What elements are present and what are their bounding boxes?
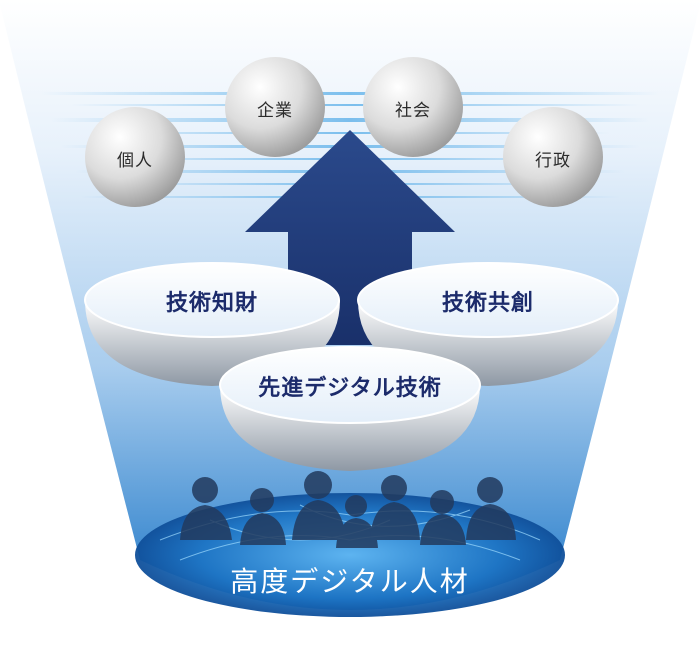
sphere-label-individual: 個人 xyxy=(117,151,153,171)
sphere-label-company: 企業 xyxy=(257,101,293,121)
disc-label-tech-ip: 技術知財 xyxy=(165,291,258,316)
disc-shape-center xyxy=(219,346,481,471)
base-label-digital-talent: 高度デジタル人材 xyxy=(230,565,470,598)
disc-label-tech-cocreation: 技術共創 xyxy=(441,291,534,316)
sphere-shapes xyxy=(85,57,603,207)
sphere-label-society: 社会 xyxy=(395,101,431,121)
people-silhouettes xyxy=(180,471,516,548)
disc-label-advanced-digital-tech: 先進デジタル技術 xyxy=(258,376,442,401)
sphere-label-government: 行政 xyxy=(535,151,571,171)
